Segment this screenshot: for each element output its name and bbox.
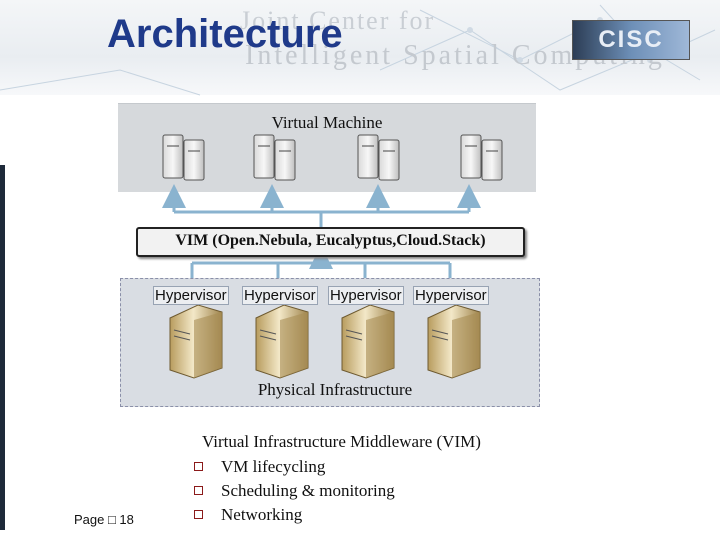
vim-box: VIM (Open.Nebula, Eucalyptus,Cloud.Stack… bbox=[136, 227, 525, 257]
hypervisor-label-4: Hypervisor bbox=[413, 286, 489, 305]
bullet-square-icon bbox=[194, 461, 203, 471]
vim-description-heading: Virtual Infrastructure Middleware (VIM) bbox=[202, 432, 481, 451]
vim-label: VIM (Open.Nebula, Eucalyptus,Cloud.Stack… bbox=[175, 232, 486, 249]
bullet-text: Networking bbox=[221, 505, 303, 524]
vm-layer-label: Virtual Machine bbox=[271, 113, 383, 132]
hypervisor-label-1: Hypervisor bbox=[153, 286, 229, 305]
logo: CISC bbox=[572, 20, 690, 60]
bullet-square-icon bbox=[194, 485, 203, 495]
hypervisor-label-3: Hypervisor bbox=[328, 286, 404, 305]
vim-to-vm-connectors bbox=[162, 184, 481, 227]
bullet-item-3: Networking bbox=[194, 505, 302, 525]
hypervisor-label-2: Hypervisor bbox=[242, 286, 318, 305]
bullet-text: Scheduling & monitoring bbox=[221, 481, 395, 500]
left-edge-bar bbox=[0, 165, 5, 530]
physical-layer-label: Physical Infrastructure bbox=[257, 380, 413, 399]
bullet-item-2: Scheduling & monitoring bbox=[194, 481, 395, 501]
page-number: Page □ 18 bbox=[74, 512, 134, 527]
vm-layer-panel: Virtual Machine bbox=[118, 103, 536, 192]
bullet-square-icon bbox=[194, 509, 203, 519]
bullet-item-1: VM lifecycling bbox=[194, 457, 325, 477]
page-title: Architecture bbox=[107, 12, 343, 56]
bullet-text: VM lifecycling bbox=[221, 457, 326, 476]
background-title-line1: Joint Center for bbox=[240, 6, 436, 35]
